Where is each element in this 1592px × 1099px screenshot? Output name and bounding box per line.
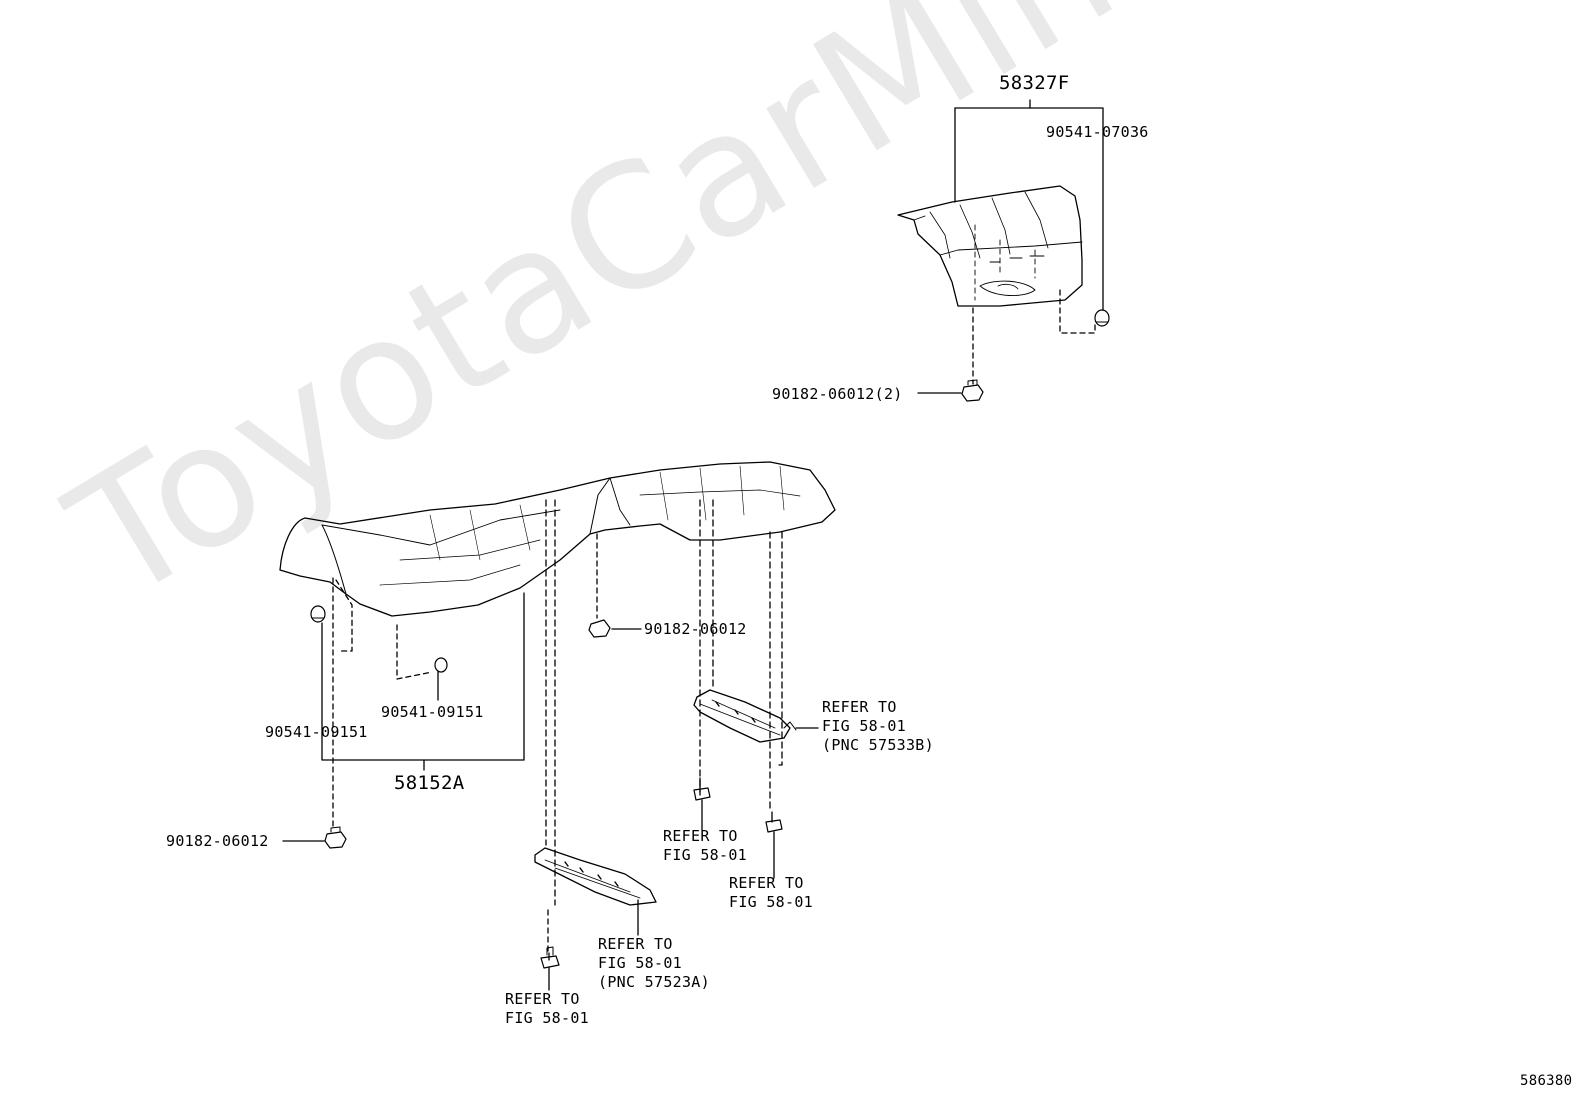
label-90182-06012-2: 90182-06012(2)	[772, 385, 903, 403]
label-58327F: 58327F	[999, 72, 1070, 94]
label-90182-06012-center: 90182-06012	[644, 620, 747, 638]
front-nut-90182-06012	[917, 307, 984, 402]
label-90541-09151-center: 90541-09151	[381, 703, 484, 721]
crossmember-57523A	[534, 499, 657, 991]
label-58152A: 58152A	[394, 772, 465, 794]
rear-clip-left	[310, 579, 353, 652]
bracket-58327F	[954, 99, 1104, 311]
figure-number: 586380	[1520, 1073, 1573, 1089]
rear-heat-insulator	[279, 461, 836, 617]
label-90541-09151-left: 90541-09151	[265, 723, 368, 741]
front-clip-90541-07036	[1059, 289, 1110, 334]
rear-nut-left	[282, 577, 347, 849]
label-90182-06012-left: 90182-06012	[166, 832, 269, 850]
label-90541-07036: 90541-07036	[1046, 123, 1149, 141]
bracket-58152A	[321, 592, 525, 771]
rear-nut-center	[588, 533, 642, 638]
crossmember-57533B	[693, 499, 819, 813]
front-heat-insulator	[897, 185, 1083, 307]
bolt-mid	[693, 777, 711, 831]
bolt-right	[765, 811, 783, 879]
rear-clip-center	[396, 624, 448, 701]
